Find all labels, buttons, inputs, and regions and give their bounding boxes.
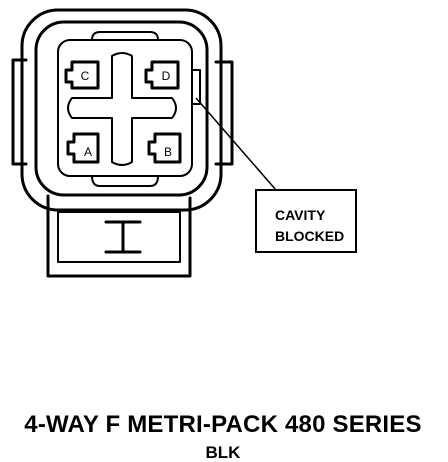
connector-title: 4-WAY F METRI-PACK 480 SERIES [24, 411, 421, 438]
connector-latch [46, 194, 192, 278]
cavity-a-label: A [84, 145, 92, 159]
cavity-d: D [144, 60, 180, 90]
cavity-partition [67, 52, 177, 166]
cavity-c-label: C [81, 69, 90, 83]
cavity-b: B [147, 132, 182, 164]
connector-color: BLK [206, 443, 242, 462]
cavity-b-label: B [164, 145, 172, 159]
callout-line2: BLOCKED [275, 228, 344, 244]
cavity-c: C [64, 60, 100, 90]
cavity-d-label: D [162, 69, 171, 83]
callout-leader-line [195, 97, 277, 191]
callout-box [255, 189, 357, 253]
cavity-a: A [66, 132, 100, 164]
blocked-cavity-callout: CAVITY BLOCKED [195, 97, 357, 253]
connector-housing [11, 8, 234, 212]
callout-line1: CAVITY [275, 207, 326, 223]
